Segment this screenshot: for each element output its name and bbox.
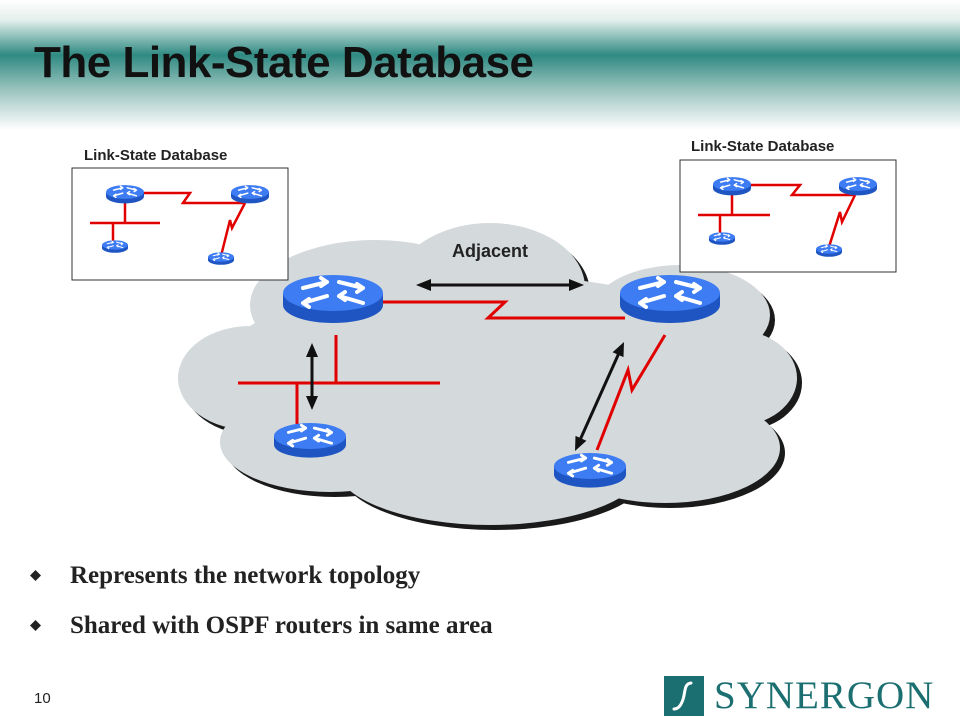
- slide-title: The Link-State Database: [34, 38, 534, 87]
- bullet-text: Shared with OSPF routers in same area: [70, 612, 493, 639]
- vertical-arrow: [306, 343, 318, 410]
- router-b-icon: [618, 273, 722, 325]
- diagonal-arrow: [575, 342, 624, 451]
- bullet-item: Shared with OSPF routers in same area: [30, 606, 493, 656]
- bullet-item: Represents the network topology: [30, 556, 493, 606]
- router-d-icon: [552, 451, 628, 490]
- synergon-logo: SYNERGON: [664, 674, 954, 717]
- lsdb-right-label: Link-State Database: [691, 138, 835, 155]
- lsdb-right-router-1-icon: [712, 176, 752, 197]
- lsdb-right-router-2-icon: [838, 176, 878, 197]
- serial-link-top: [380, 300, 625, 320]
- serial-link-right: [595, 334, 667, 451]
- adjacency-arrows: [306, 279, 624, 451]
- bullet-list: Represents the network topology Shared w…: [30, 556, 493, 656]
- lsdb-left-label: Link-State Database: [84, 147, 228, 164]
- lsdb-left-router-2-icon: [230, 184, 270, 205]
- lsdb-left-router-4-icon: [207, 251, 235, 266]
- adjacent-label: Adjacent: [452, 241, 529, 261]
- network-links: [238, 300, 667, 451]
- lsdb-left-router-3-icon: [101, 239, 129, 254]
- router-c-icon: [272, 421, 348, 460]
- lsdb-right-router-3-icon: [708, 231, 736, 246]
- lsdb-right-box: [679, 159, 897, 273]
- logo-text: SYNERGON: [714, 674, 935, 717]
- bullet-marker-icon: [30, 570, 41, 581]
- bullet-text: Represents the network topology: [70, 562, 421, 589]
- adjacent-arrow: [416, 279, 584, 291]
- lsdb-right-router-4-icon: [815, 243, 843, 258]
- bullet-marker-icon: [30, 620, 41, 631]
- logo-mark-icon: [664, 676, 704, 716]
- lsdb-left-router-1-icon: [105, 184, 145, 205]
- router-a-icon: [281, 273, 385, 325]
- lsdb-left-box: [71, 167, 289, 281]
- header-band: [0, 0, 960, 130]
- page-number: 10: [34, 690, 51, 707]
